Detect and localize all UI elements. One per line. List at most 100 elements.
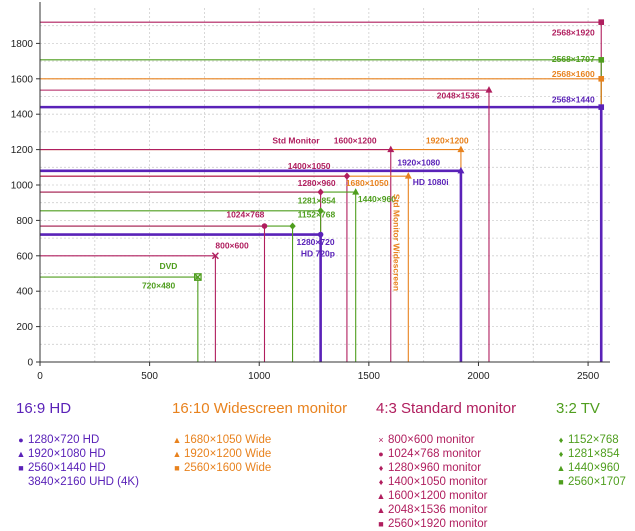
legend-item-label: 1440×960 xyxy=(568,462,620,474)
annotation-vertical-label: Std Monitor Widescreen xyxy=(391,194,401,291)
annotation-label: 2568×1440 xyxy=(552,95,595,105)
marker-2560x1707 xyxy=(598,57,605,63)
legend-item: ▲2048×1536 monitor xyxy=(376,503,516,517)
legend-item: ▲1680×1050 Wide xyxy=(172,433,347,447)
x-tick-label: 0 xyxy=(37,371,43,382)
y-tick-label: 0 xyxy=(27,358,33,369)
annotation-label: 1400×1050 xyxy=(288,161,331,171)
legend-item-label: 1600×1200 monitor xyxy=(388,490,488,502)
marker-2560x1440 xyxy=(598,104,605,110)
legend-marker-icon: ♦ xyxy=(558,449,564,459)
legend-marker-icon: ♦ xyxy=(378,463,384,473)
legend-item: ▲1440×960 xyxy=(556,461,626,475)
annotation-label: 1920×1200 xyxy=(426,135,469,145)
legend-item-label: 2560×1920 monitor xyxy=(388,518,488,530)
marker-1920x1080 xyxy=(457,166,465,174)
annotation-label: 1281×854 xyxy=(298,196,336,206)
annotation-label: HD 1080i xyxy=(413,177,449,187)
legend-item: ♦ 1400×1050 monitor xyxy=(376,475,516,489)
legend-item-label: 1400×1050 monitor xyxy=(388,476,488,488)
y-tick-label: 400 xyxy=(16,287,33,298)
legend-marker-icon: ▲ xyxy=(556,463,566,473)
legend-marker-icon: ■ xyxy=(18,463,24,473)
x-tick-label: 500 xyxy=(141,371,158,382)
legend-marker-icon: ▲ xyxy=(16,449,26,459)
legend-item-label: 1920×1200 Wide xyxy=(184,448,272,460)
annotation-label: 1280×960 xyxy=(298,178,336,188)
marker-1920x1200 xyxy=(457,145,465,153)
y-tick-label: 1400 xyxy=(11,110,34,121)
annotation-label: 800×600 xyxy=(215,241,249,251)
marker-720x480-cross xyxy=(194,273,202,281)
y-tick-label: 1000 xyxy=(11,181,34,192)
legend-marker-icon: × xyxy=(378,435,384,445)
annotation-label: 1920×1080 xyxy=(397,158,440,168)
legend-item: ■ 2560×1920 monitor xyxy=(376,517,516,531)
legend-item: ▲1600×1200 monitor xyxy=(376,489,516,503)
y-tick-label: 800 xyxy=(16,216,33,227)
legend-item-label: 1152×768 xyxy=(568,434,619,446)
marker-1280x720 xyxy=(317,231,324,238)
annotation-label: Std Monitor xyxy=(272,135,320,145)
x-tick-label: 1500 xyxy=(358,371,381,382)
legend-item-label: 1920×1080 HD xyxy=(28,448,106,460)
marker-1152x768 xyxy=(289,222,296,230)
annotation-label: 1440×960 xyxy=(358,194,396,204)
legend-marker-icon: ■ xyxy=(558,477,564,487)
legend-item-label: 800×600 monitor xyxy=(388,434,475,446)
legend-title: 16:10 Widescreen monitor xyxy=(172,400,348,417)
legend-item-label: 2560×1707 xyxy=(568,476,626,488)
legend-16-10-widescreen: 16:10 Widescreen monitor ▲1680×1050 Wide… xyxy=(172,400,347,475)
legend-item-label: 2560×1440 HD xyxy=(28,462,106,474)
annotation-label: 720×480 xyxy=(142,281,176,291)
annotation-label: 1152×768 xyxy=(298,210,336,220)
x-tick-label: 2000 xyxy=(467,371,490,382)
marker-1440x960 xyxy=(352,188,360,195)
annotation-label: 2568×1920 xyxy=(552,27,595,37)
marker-720x480 xyxy=(193,273,202,281)
marker-800x600 xyxy=(211,252,219,260)
legend-marker-icon: ▲ xyxy=(376,505,386,515)
marker-2560x1600 xyxy=(598,76,605,82)
legend-marker-icon: ● xyxy=(378,449,384,459)
legend-marker-icon: ● xyxy=(18,435,24,445)
annotation-label: 1680×1050 xyxy=(346,178,389,188)
legend-item: ● 1280×720 HD xyxy=(16,433,139,447)
annotation-label: 1024×768 xyxy=(226,210,264,220)
legend-marker-icon: ▲ xyxy=(172,435,182,445)
legend-item: 3840×2160 UHD (4K) xyxy=(16,475,139,489)
marker-1024x768 xyxy=(261,223,268,229)
legend-item: ♦ 1281×854 xyxy=(556,447,626,461)
legend-item: ● 1024×768 monitor xyxy=(376,447,516,461)
legend-item: ▲1920×1080 HD xyxy=(16,447,139,461)
annotation-label: 2568×1707 xyxy=(552,54,595,64)
legend-item-label: 1024×768 monitor xyxy=(388,448,482,460)
legend-3-2-tv: 3:2 TV ♦1152×768♦1281×854▲1440×960■2560×… xyxy=(556,400,626,489)
annotation-label: DVD xyxy=(159,261,177,271)
legend-marker-icon: ♦ xyxy=(378,477,384,487)
legend-item-label: 1280×720 HD xyxy=(28,434,100,446)
legend-item: ♦ 1280×960 monitor xyxy=(376,461,516,475)
legend-16-9-hd: 16:9 HD ●1280×720 HD▲1920×1080 HD■2560×1… xyxy=(16,400,139,489)
legend-item-label: 1280×960 monitor xyxy=(388,462,482,474)
legend-item-label: 1281×854 xyxy=(568,448,620,460)
legend-4-3-standard: 4:3 Standard monitor ×800×600 monitor●10… xyxy=(376,400,516,531)
resolution-markers xyxy=(193,19,605,281)
legend-item-label: 2048×1536 monitor xyxy=(388,504,488,516)
x-tick-label: 1000 xyxy=(248,371,271,382)
annotation-label: 1600×1200 xyxy=(334,135,377,145)
legend-item-label: 1680×1050 Wide xyxy=(184,434,272,446)
legend-marker-icon: ■ xyxy=(378,519,384,529)
y-tick-label: 1800 xyxy=(11,39,34,50)
marker-2560x1920 xyxy=(598,19,605,25)
y-tick-label: 200 xyxy=(16,322,33,333)
y-tick-label: 1600 xyxy=(11,74,34,85)
legend-item-label: 3840×2160 UHD (4K) xyxy=(28,476,139,488)
annotations: 720×480 DVD 800×600 1024×768 1152×768 1281×85… xyxy=(142,27,595,291)
legend-item: ■ 2560×1707 xyxy=(556,475,626,489)
annotation-label: HD 720p xyxy=(301,249,335,259)
annotation-label: 2048×1536 xyxy=(437,90,480,100)
resolution-rect-1280x720 xyxy=(40,233,322,362)
